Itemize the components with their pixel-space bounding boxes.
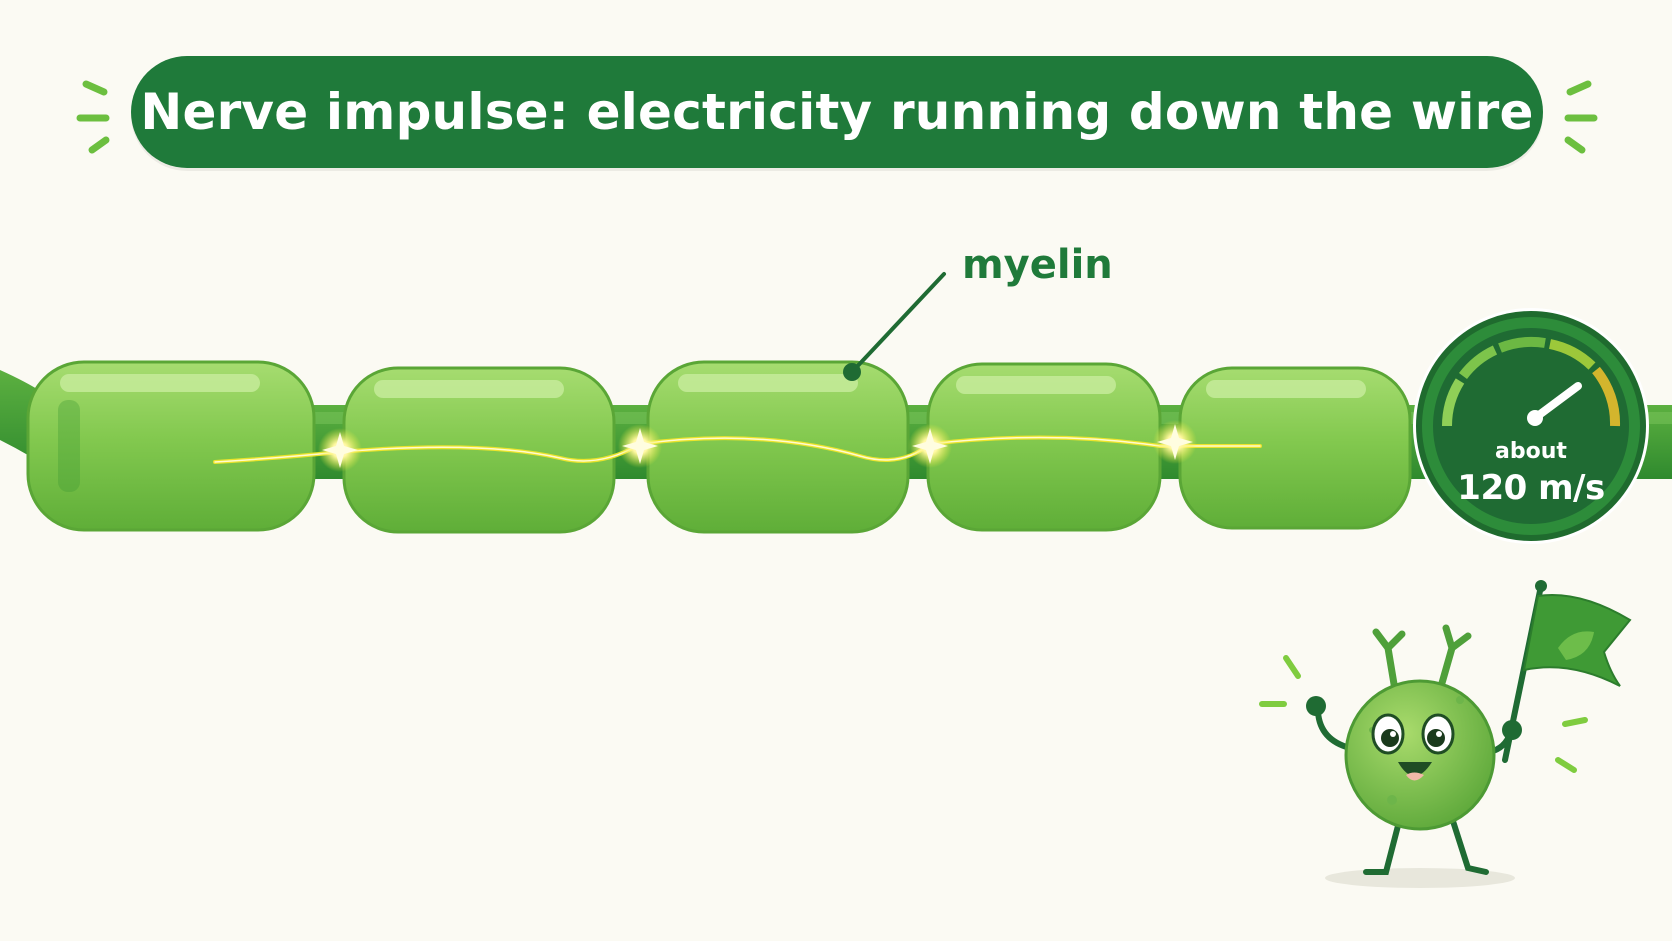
- myelin-segment: [926, 362, 1162, 532]
- speedometer-icon: [1413, 308, 1649, 544]
- myelin-segments: [26, 360, 1412, 534]
- myelin-leader-line: [843, 272, 946, 381]
- title-banner: Nerve impulse: electricity running down …: [131, 56, 1543, 168]
- sparkle-icon: [318, 428, 362, 472]
- myelin-segment: [1178, 366, 1412, 530]
- myelin-segment: [646, 360, 910, 534]
- myelin-label: myelin: [962, 242, 1113, 288]
- myelin-segment: [26, 360, 316, 532]
- page-title: Nerve impulse: electricity running down …: [140, 83, 1534, 141]
- sparkle-icon: [908, 424, 952, 468]
- speedometer-about-text: about: [1495, 439, 1567, 464]
- neuron-mascot: [1259, 580, 1632, 888]
- sparkle-icon: [618, 424, 662, 468]
- sparkle-icon: [1153, 420, 1197, 464]
- speedometer-speed-text: 120 m/s: [1457, 468, 1605, 508]
- right-sparkle-icon: [1564, 80, 1598, 154]
- left-sparkle-icon: [76, 80, 110, 154]
